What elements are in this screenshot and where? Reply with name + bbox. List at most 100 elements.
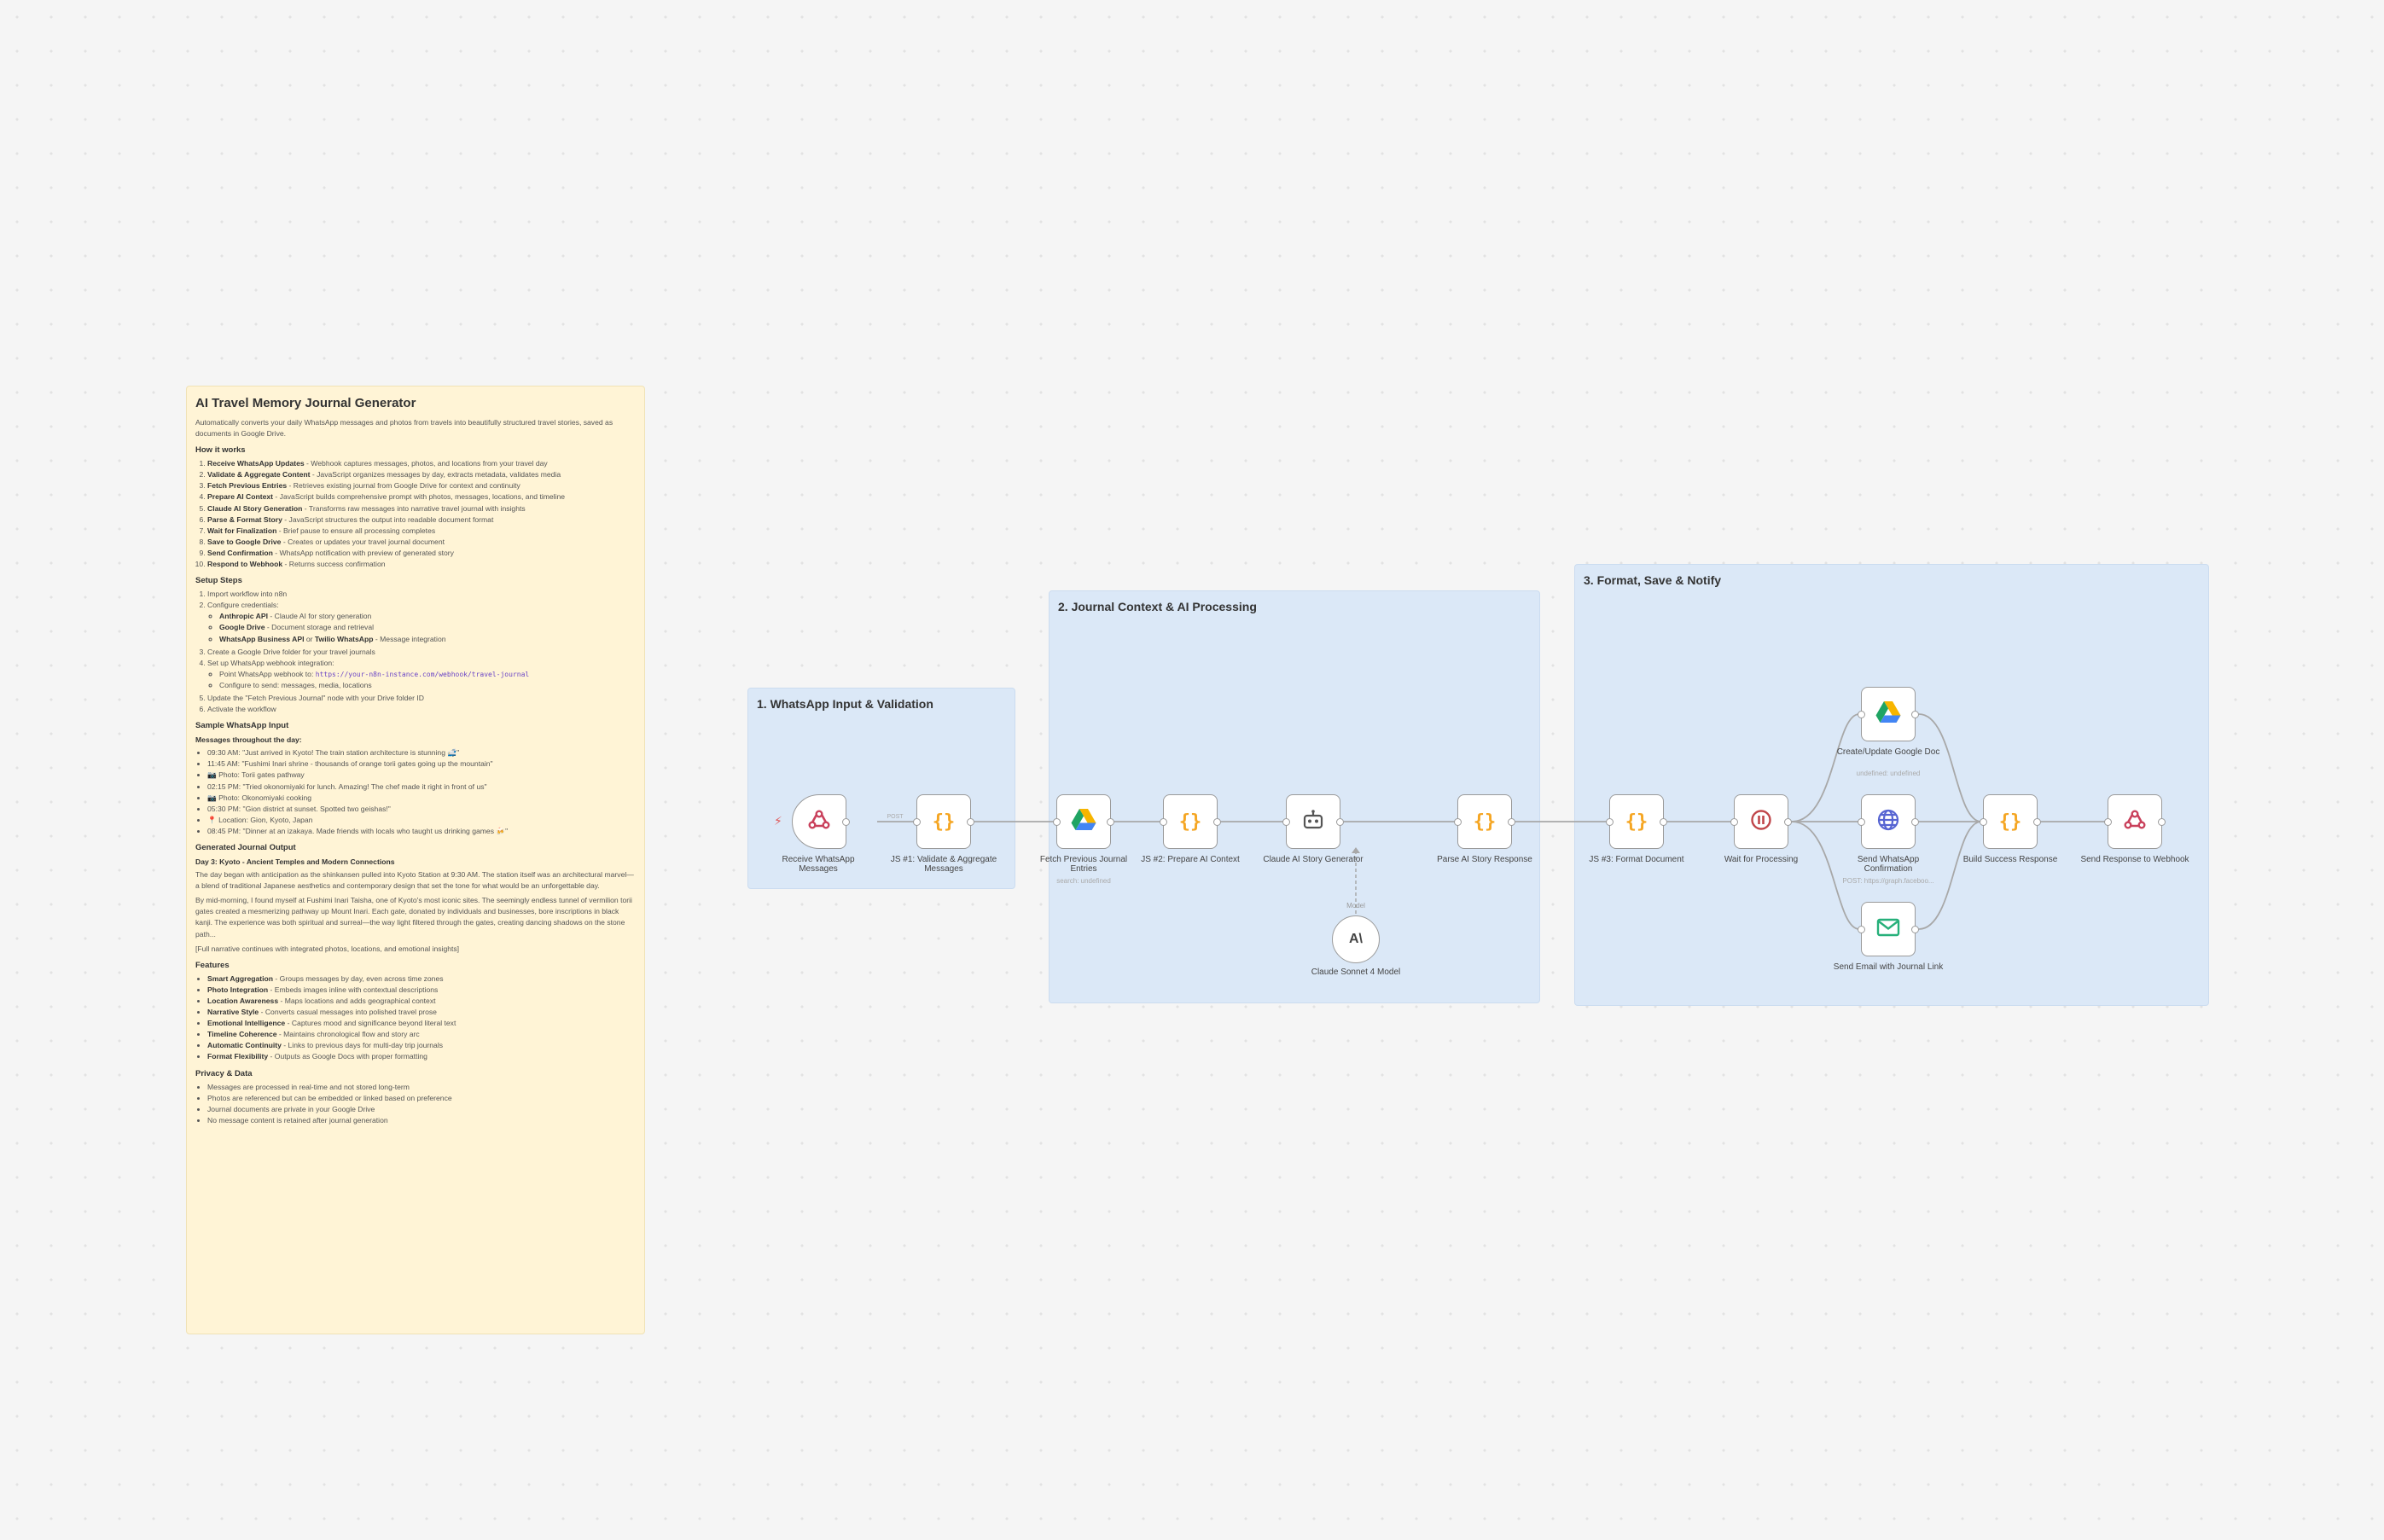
privacy-item: Journal documents are private in your Go… [207, 1104, 636, 1115]
webhook-icon [806, 807, 832, 837]
how-item: Wait for Finalization - Brief pause to e… [207, 526, 636, 537]
sample-item: 05:30 PM: "Gion district at sunset. Spot… [207, 804, 636, 815]
input-port[interactable] [1858, 818, 1865, 826]
node-respond-webhook[interactable] [2104, 794, 2166, 849]
output-port[interactable] [2033, 818, 2041, 826]
sample-item: 📷 Photo: Torii gates pathway [207, 770, 636, 781]
node-parse-response[interactable]: {} [1454, 794, 1515, 849]
how-item: Save to Google Drive - Creates or update… [207, 537, 636, 548]
input-port[interactable] [1282, 818, 1290, 826]
webhook-icon [2122, 807, 2148, 837]
node-claude-model[interactable]: A\ [1332, 915, 1380, 963]
how-item: Validate & Aggregate Content - JavaScrip… [207, 469, 636, 480]
node-send-email[interactable] [1858, 902, 1919, 956]
input-port[interactable] [1053, 818, 1061, 826]
input-port[interactable] [1730, 818, 1738, 826]
google-drive-icon [1875, 700, 1901, 728]
how-item: Respond to Webhook - Returns success con… [207, 559, 636, 570]
node-label: Create/Update Google Doc [1836, 747, 1940, 757]
sample-item: 📍 Location: Gion, Kyoto, Japan [207, 815, 636, 826]
envelope-icon [1876, 918, 1900, 941]
node-label: Claude AI Story Generator [1263, 855, 1364, 864]
feature-item: Smart Aggregation - Groups messages by d… [207, 973, 636, 985]
node-label: Send Email with Journal Link [1833, 962, 1944, 972]
node-label: Wait for Processing [1724, 855, 1799, 864]
output-port[interactable] [1336, 818, 1344, 826]
node-js3-format[interactable]: {} [1606, 794, 1667, 849]
code-braces-icon: {} [1473, 811, 1497, 833]
node-label: Claude Sonnet 4 Model [1311, 968, 1401, 977]
feature-item: Photo Integration - Embeds images inline… [207, 985, 636, 996]
node-subtitle: POST: https://graph.faceboo... [1842, 877, 1934, 885]
output-port[interactable] [842, 818, 850, 826]
input-port[interactable] [1980, 818, 1987, 826]
node-label: Send Response to Webhook [2080, 855, 2189, 864]
note-intro: Automatically converts your daily WhatsA… [195, 418, 613, 439]
credential-item: Google Drive - Document storage and retr… [219, 622, 636, 633]
output-port[interactable] [967, 818, 974, 826]
setup-item: Set up WhatsApp webhook integration: Poi… [207, 658, 636, 691]
output-port[interactable] [1911, 926, 1919, 933]
sticky-note[interactable]: AI Travel Memory Journal Generator Autom… [186, 386, 645, 1334]
output-port[interactable] [1508, 818, 1515, 826]
how-list: Receive WhatsApp Updates - Webhook captu… [195, 458, 636, 570]
note-setup-heading: Setup Steps [195, 576, 242, 586]
output-port[interactable] [1911, 711, 1919, 718]
how-item: Fetch Previous Entries - Retrieves exist… [207, 480, 636, 491]
privacy-item: No message content is retained after jou… [207, 1115, 636, 1126]
input-port[interactable] [913, 818, 921, 826]
anthropic-icon: A\ [1349, 932, 1363, 946]
output-port[interactable] [1213, 818, 1221, 826]
setup-list: Import workflow into n8n Configure crede… [195, 589, 636, 715]
sample-list: 09:30 AM: "Just arrived in Kyoto! The tr… [195, 747, 636, 837]
node-label: Build Success Response [1962, 855, 2058, 864]
node-receive-whatsapp[interactable] [792, 794, 850, 849]
node-build-response[interactable]: {} [1980, 794, 2041, 849]
node-claude-agent[interactable] [1282, 794, 1344, 849]
node-send-whatsapp[interactable] [1858, 794, 1919, 849]
node-js2-prepare[interactable]: {} [1160, 794, 1221, 849]
node-wait[interactable] [1730, 794, 1792, 849]
code-braces-icon: {} [1625, 811, 1648, 833]
input-port[interactable] [1858, 711, 1865, 718]
webhook-send-item: Configure to send: messages, media, loca… [219, 680, 636, 691]
node-create-google-doc[interactable] [1858, 687, 1919, 741]
output-port[interactable] [1107, 818, 1114, 826]
note-sample-sub: Messages throughout the day: [195, 735, 302, 745]
note-how-heading: How it works [195, 445, 246, 456]
input-port[interactable] [1160, 818, 1167, 826]
google-drive-icon [1071, 808, 1096, 835]
code-braces-icon: {} [1178, 811, 1202, 833]
output-port[interactable] [2158, 818, 2166, 826]
credential-item: Anthropic API - Claude AI for story gene… [219, 611, 636, 622]
feature-item: Emotional Intelligence - Captures mood a… [207, 1018, 636, 1029]
input-port[interactable] [1454, 818, 1462, 826]
input-port[interactable] [1858, 926, 1865, 933]
node-label: JS #1: Validate & Aggregate Messages [890, 855, 997, 874]
output-port[interactable] [1911, 818, 1919, 826]
feature-item: Location Awareness - Maps locations and … [207, 996, 636, 1007]
sample-item: 09:30 AM: "Just arrived in Kyoto! The tr… [207, 747, 636, 758]
output-port[interactable] [1660, 818, 1667, 826]
webhook-url-item: Point WhatsApp webhook to: https://your-… [219, 669, 636, 680]
code-braces-icon: {} [1998, 811, 2022, 833]
output-port[interactable] [1784, 818, 1792, 826]
node-subtitle: undefined: undefined [1856, 770, 1921, 777]
node-js1-validate[interactable]: {} [913, 794, 974, 849]
node-fetch-previous[interactable] [1053, 794, 1114, 849]
input-port[interactable] [1606, 818, 1614, 826]
pause-icon [1750, 809, 1772, 835]
sample-item: 08:45 PM: "Dinner at an izakaya. Made fr… [207, 826, 636, 837]
feature-item: Format Flexibility - Outputs as Google D… [207, 1051, 636, 1062]
how-item: Receive WhatsApp Updates - Webhook captu… [207, 458, 636, 469]
node-label: Send WhatsApp Confirmation [1857, 855, 1920, 874]
section-whatsapp-input[interactable]: 1. WhatsApp Input & Validation [747, 688, 1015, 889]
sample-item: 📷 Photo: Okonomiyaki cooking [207, 793, 636, 804]
sample-item: 02:15 PM: "Tried okonomiyaki for lunch. … [207, 782, 636, 793]
section-title: 2. Journal Context & AI Processing [1058, 600, 1257, 613]
input-port[interactable] [2104, 818, 2112, 826]
robot-icon [1301, 808, 1325, 836]
setup-item: Configure credentials: Anthropic API - C… [207, 600, 636, 644]
node-label: Receive WhatsApp Messages [782, 855, 855, 874]
